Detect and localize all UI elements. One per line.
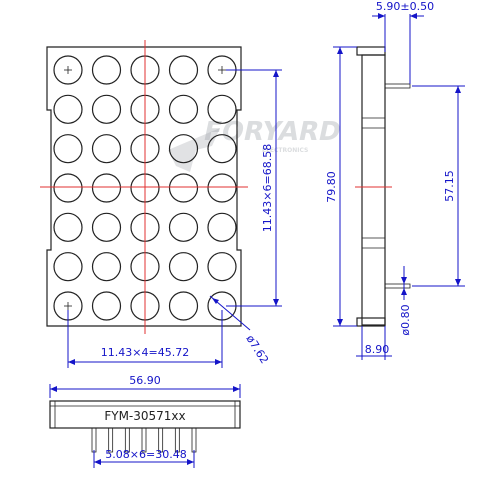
led-dot	[53, 134, 83, 164]
dimension-side-depth: 8.90	[356, 326, 392, 360]
dot-diameter-label: ø7.62	[243, 333, 271, 366]
side-view-pin-top	[384, 83, 411, 89]
pin-offset-label: 5.90±0.50	[376, 0, 434, 13]
led-dot	[53, 212, 83, 242]
led-dot	[168, 173, 199, 203]
bottom-pin	[108, 427, 114, 453]
dimension-pin-offset: 5.90±0.50	[372, 0, 434, 84]
led-dot	[207, 173, 237, 203]
side-depth-label: 8.90	[365, 343, 390, 356]
led-dot	[168, 212, 199, 242]
bottom-pin	[124, 427, 130, 453]
brand-logo-mark	[168, 128, 220, 172]
led-dot	[53, 94, 83, 124]
led-dot	[91, 252, 122, 282]
brand-watermark: FORYARD ELECTRONICS	[168, 117, 344, 172]
led-dot	[207, 212, 237, 242]
led-dot	[91, 55, 122, 85]
led-dot	[207, 94, 237, 124]
total-height-label: 79.80	[325, 171, 338, 203]
side-view-lens-bottom	[356, 317, 386, 327]
brand-watermark-subtext: ELECTRONICS	[262, 147, 308, 154]
dimension-pin-diameter: ø0.80	[399, 266, 412, 336]
bottom-pin	[91, 427, 97, 453]
led-dot	[91, 134, 122, 164]
led-dot	[53, 55, 83, 85]
bottom-pin	[191, 427, 197, 453]
led-dot	[168, 94, 199, 124]
dimension-pin-pitch: 5.08×6=30.48	[93, 448, 195, 468]
front-view: 11.43×4=45.72 11.43×6=68.58 ø7.62	[40, 40, 282, 368]
row-pitch-label: 11.43×6=68.58	[261, 144, 274, 232]
pin-row-span-label: 57.15	[443, 170, 456, 202]
led-dot-grid	[53, 55, 237, 321]
led-dot	[91, 212, 122, 242]
side-view-pin-bottom	[384, 283, 411, 289]
corner-dot-markers	[64, 66, 226, 310]
led-dot	[168, 291, 199, 321]
dimension-total-width: 56.90	[49, 374, 241, 398]
led-dot	[207, 252, 237, 282]
pin-pitch-label: 5.08×6=30.48	[105, 448, 186, 461]
led-dot	[207, 134, 237, 164]
led-dot	[91, 94, 122, 124]
part-number-label: FYM-30571xx	[104, 409, 185, 423]
dimension-row-pitch: 11.43×6=68.58	[226, 69, 282, 307]
led-dot	[168, 55, 199, 85]
dimension-pin-row-span: 57.15	[412, 85, 465, 287]
led-dot	[168, 134, 199, 164]
led-dot	[91, 291, 122, 321]
dimension-column-pitch: 11.43×4=45.72	[67, 310, 223, 368]
bottom-pin	[174, 427, 180, 453]
total-width-label: 56.90	[129, 374, 161, 387]
bottom-pin	[141, 427, 147, 453]
bottom-pin	[158, 427, 164, 453]
bottom-view: 56.90 FYM-30571xx 5.08×6=30.48	[49, 374, 241, 468]
led-dot	[53, 252, 83, 282]
led-dot	[168, 252, 199, 282]
side-view-body	[361, 54, 386, 326]
column-pitch-label: 11.43×4=45.72	[101, 346, 189, 359]
side-view: 5.90±0.50 79.80 57.15 ø0.80	[325, 0, 465, 360]
dimension-total-height: 79.80	[325, 46, 357, 327]
led-dot	[53, 173, 83, 203]
led-dot	[91, 173, 122, 203]
brand-watermark-text: FORYARD	[201, 117, 344, 147]
pin-diameter-label: ø0.80	[399, 304, 412, 335]
side-view-lens-top	[356, 46, 386, 56]
